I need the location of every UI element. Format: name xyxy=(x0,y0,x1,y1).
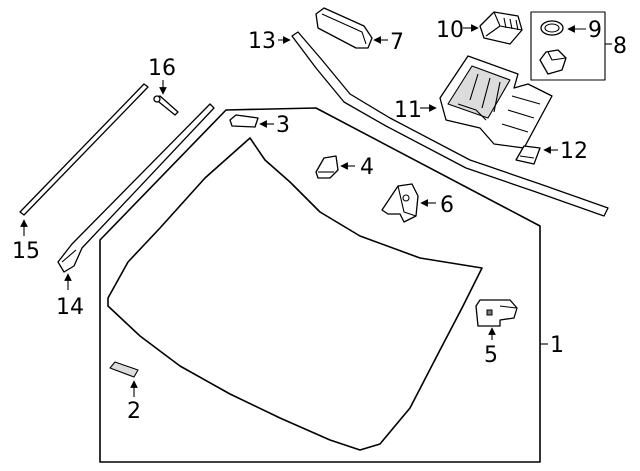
part-13-top-molding: 13 xyxy=(248,29,609,217)
part-14-pillar-molding: 14 xyxy=(56,103,215,320)
callout-1: 1 xyxy=(550,333,564,358)
callout-4: 4 xyxy=(360,155,374,180)
callout-13: 13 xyxy=(248,29,276,54)
callout-9: 9 xyxy=(588,18,602,43)
callout-10: 10 xyxy=(436,18,464,43)
callout-2: 2 xyxy=(127,399,141,424)
part-16-fastener-pin: 16 xyxy=(148,56,179,116)
callout-5: 5 xyxy=(484,343,498,368)
part-8-kit-box: 8 9 xyxy=(530,11,627,81)
callout-6: 6 xyxy=(440,193,454,218)
part-6-mirror-mount: 6 xyxy=(381,183,454,223)
part-2-spacer: 2 xyxy=(109,361,141,424)
part-15-side-molding: 15 xyxy=(12,83,149,264)
part-4-sensor-cover: 4 xyxy=(315,155,374,180)
part-5-bracket: 5 xyxy=(475,299,518,368)
callout-3: 3 xyxy=(276,113,290,138)
part-3-pad: 3 xyxy=(229,113,290,138)
callout-7: 7 xyxy=(390,30,404,55)
callout-16: 16 xyxy=(148,56,176,81)
part-10-rain-sensor: 10 xyxy=(436,11,523,45)
part-11-cover-housing: 11 xyxy=(394,55,553,149)
windshield-outline xyxy=(99,107,548,463)
callout-14: 14 xyxy=(56,295,84,320)
callout-12: 12 xyxy=(560,139,588,164)
callout-15: 15 xyxy=(12,239,40,264)
part-7-rearview-mirror: 7 xyxy=(315,7,404,55)
part-12-clip: 12 xyxy=(515,139,588,165)
callout-8: 8 xyxy=(613,34,627,59)
callout-11: 11 xyxy=(394,98,422,123)
